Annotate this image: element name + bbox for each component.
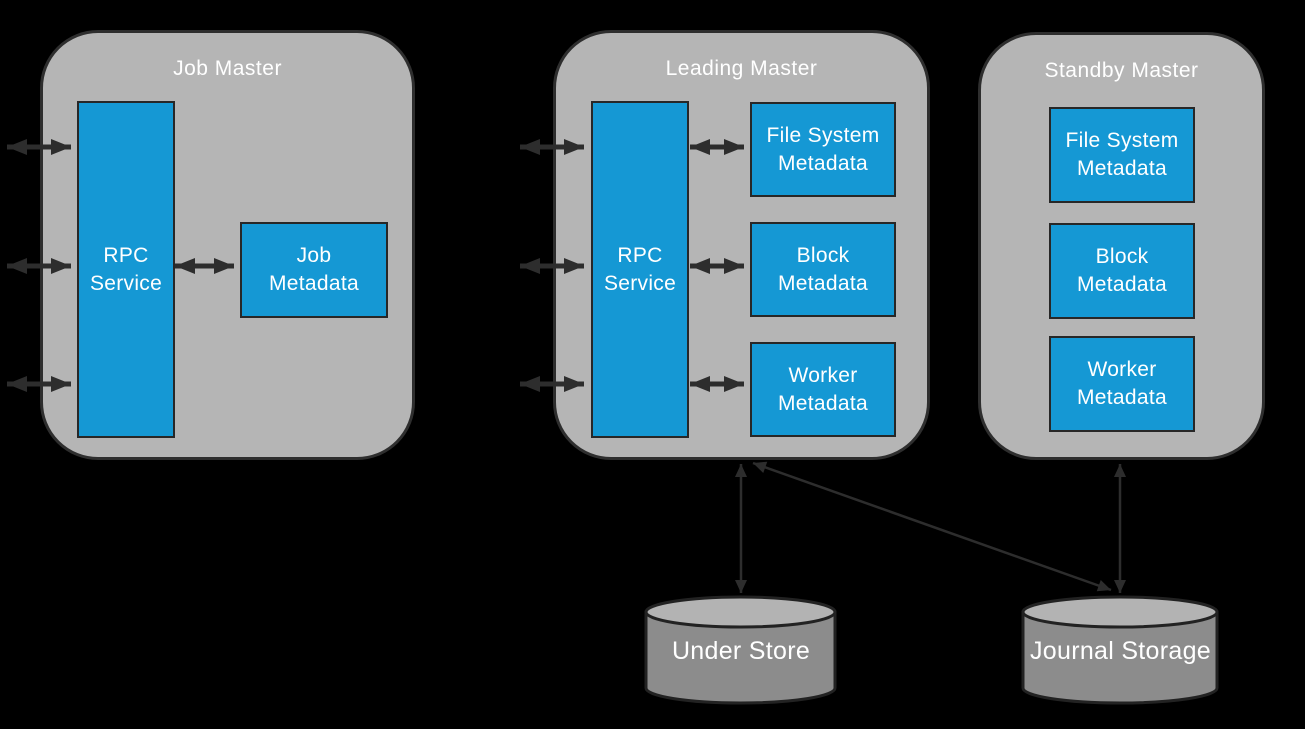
journal-storage-label: Journal Storage [1029,637,1211,665]
arrow-leading-master-to-journal-storage [752,461,1112,592]
leading-rpc-service-box: RPC Service [591,101,689,438]
job-metadata-box: Job Metadata [240,222,388,318]
standby-block-metadata-box: Block Metadata [1049,223,1195,319]
leading-block-metadata-box: Block Metadata [750,222,896,317]
standby-master-container: Standby Master File System Metadata Bloc… [978,32,1265,460]
leading-worker-metadata-box: Worker Metadata [750,342,896,437]
leading-master-title: Leading Master [665,57,818,80]
under-store-label: Under Store [671,637,811,665]
leading-file-system-metadata-box: File System Metadata [750,102,896,197]
standby-file-system-metadata-box: File System Metadata [1049,107,1195,203]
job-master-title: Job Master [173,57,282,80]
leading-master-container: Leading Master RPC Service File System M… [553,30,930,460]
standby-worker-metadata-box: Worker Metadata [1049,336,1195,432]
job-master-container: Job Master RPC Service Job Metadata [40,30,415,460]
job-rpc-service-box: RPC Service [77,101,175,438]
standby-master-title: Standby Master [1044,59,1199,82]
